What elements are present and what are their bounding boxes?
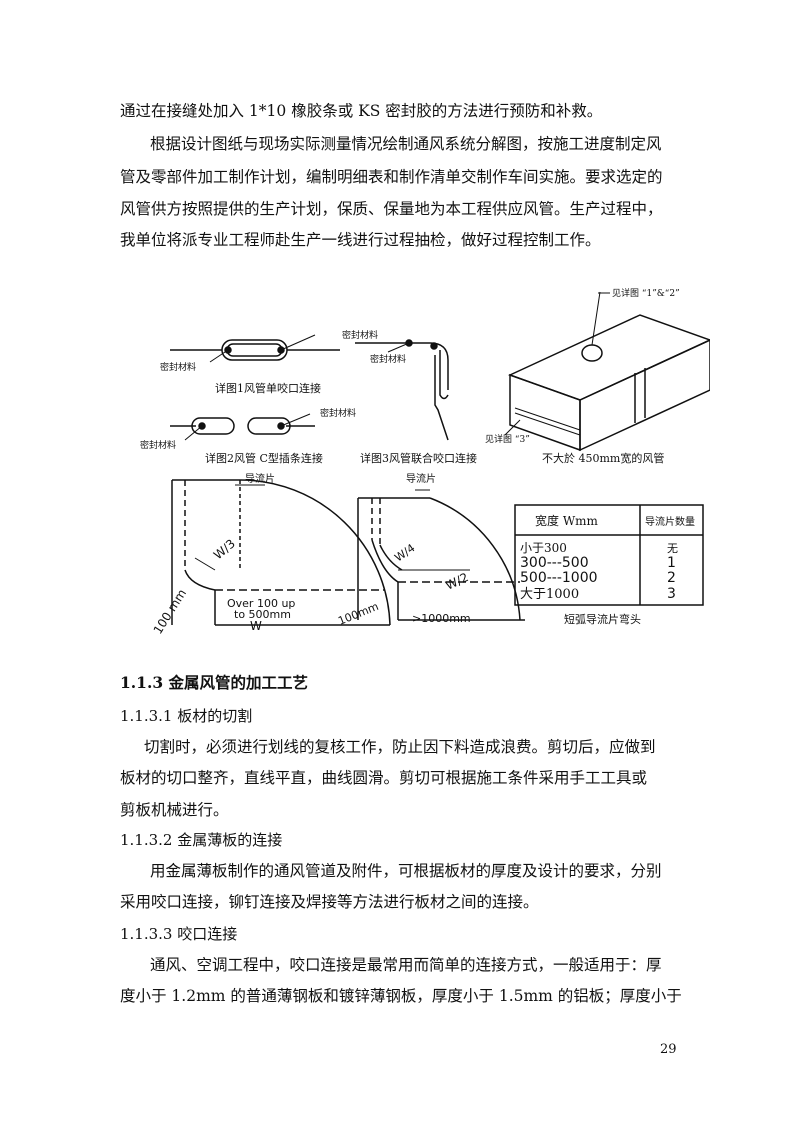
see-detail-12: 见详图 “1”&“2” bbox=[612, 287, 680, 299]
see-detail-3: 见详图 “3” bbox=[485, 433, 530, 445]
paragraph-line: 剪板机械进行。 bbox=[120, 801, 229, 819]
table-row-n: 无 bbox=[667, 542, 678, 555]
paragraph-line: 采用咬口连接，铆钉连接及焊接等方法进行板材之间的连接。 bbox=[120, 893, 539, 911]
duct-connection-figure: 密封材料 密封材料 密封材料 密封材料 密封材料 详图1风管单咬口连接 详图2风… bbox=[140, 287, 710, 637]
subsection-title-2: 1.1.3.2 金属薄板的连接 bbox=[120, 831, 283, 849]
vane-label-1: 导流片 bbox=[245, 472, 275, 485]
seal-label-3: 密封材料 bbox=[370, 353, 406, 365]
table-row-w: 小于300 bbox=[520, 541, 567, 555]
elbow1-drawing bbox=[171, 479, 391, 626]
seal-label-5: 密封材料 bbox=[140, 439, 176, 451]
vane-table bbox=[514, 504, 704, 606]
subsection-title-1: 1.1.3.1 板材的切割 bbox=[120, 707, 253, 725]
table-row-n: 1 bbox=[667, 555, 676, 571]
dim-w: W bbox=[250, 619, 262, 633]
paragraph-line: 根据设计图纸与现场实际测量情况绘制通风系统分解图，按施工进度制定风 bbox=[150, 135, 662, 153]
paragraph-line: 管及零部件加工制作计划，编制明细表和制作清单交制作车间实施。要求选定的 bbox=[120, 168, 663, 186]
gt1000-label: >1000mm bbox=[412, 612, 471, 625]
dim-w4: W/4 bbox=[392, 541, 417, 564]
dim-w3: W/3 bbox=[211, 536, 238, 562]
seal-label-4: 密封材料 bbox=[320, 407, 356, 419]
detail3-caption: 详图3风管联合咬口连接 bbox=[360, 451, 477, 465]
table-row-w: 大于1000 bbox=[520, 587, 579, 602]
dim-w2: W/2 bbox=[443, 570, 470, 593]
table-row-w: 300---500 bbox=[520, 555, 589, 571]
detail1-drawing bbox=[170, 334, 340, 363]
detail1-caption: 详图1风管单咬口连接 bbox=[215, 381, 321, 395]
paragraph-line: 我单位将派专业工程师赴生产一线进行过程抽检，做好过程控制工作。 bbox=[120, 231, 601, 249]
over-label-1: Over 100 up bbox=[227, 597, 295, 610]
paragraph-line: 切割时，必须进行划线的复核工作，防止因下料造成浪费。剪切后，应做到 bbox=[144, 738, 656, 756]
duct-caption: 不大於 450mm宽的风管 bbox=[542, 451, 664, 465]
paragraph-line: 通风、空调工程中，咬口连接是最常用而简单的连接方式，一般适用于：厚 bbox=[150, 956, 662, 974]
paragraph-line: 用金属薄板制作的通风管道及附件，可根据板材的厚度及设计的要求，分别 bbox=[150, 862, 662, 880]
table-caption: 短弧导流片弯头 bbox=[564, 612, 641, 626]
paragraph-line: 通过在接缝处加入 1*10 橡胶条或 KS 密封胶的方法进行预防和补救。 bbox=[120, 102, 603, 120]
page-number: 29 bbox=[660, 1042, 677, 1057]
table-col2: 导流片数量 bbox=[645, 515, 695, 528]
table-row-w: 500---1000 bbox=[520, 570, 598, 586]
dim-100mm-1: 100 mm bbox=[151, 587, 189, 637]
over-label-2: to 500mm bbox=[234, 608, 291, 621]
table-row-n: 3 bbox=[667, 586, 676, 602]
detail3-drawing bbox=[355, 339, 449, 441]
elbow2-drawing bbox=[357, 489, 525, 621]
subsection-title-3: 1.1.3.3 咬口连接 bbox=[120, 925, 238, 943]
table-col1: 宽度 Wmm bbox=[535, 513, 599, 528]
seal-label-1: 密封材料 bbox=[342, 329, 378, 341]
seal-label-2: 密封材料 bbox=[160, 361, 196, 373]
detail2-caption: 详图2风管 C型插条连接 bbox=[205, 451, 323, 465]
table-row-n: 2 bbox=[667, 570, 676, 586]
section-title: 1.1.3 金属风管的加工工艺 bbox=[120, 673, 309, 692]
paragraph-line: 板材的切口整齐，直线平直，曲线圆滑。剪切可根据施工条件采用手工工具或 bbox=[120, 769, 648, 787]
duct-3d-drawing bbox=[504, 291, 710, 452]
paragraph-line: 风管供方按照提供的生产计划，保质、保量地为本工程供应风管。生产过程中， bbox=[120, 200, 663, 218]
detail2-drawing bbox=[170, 413, 315, 441]
vane-label-2: 导流片 bbox=[406, 472, 436, 485]
paragraph-line: 度小于 1.2mm 的普通薄钢板和镀锌薄钢板，厚度小于 1.5mm 的铝板；厚度… bbox=[120, 987, 682, 1005]
